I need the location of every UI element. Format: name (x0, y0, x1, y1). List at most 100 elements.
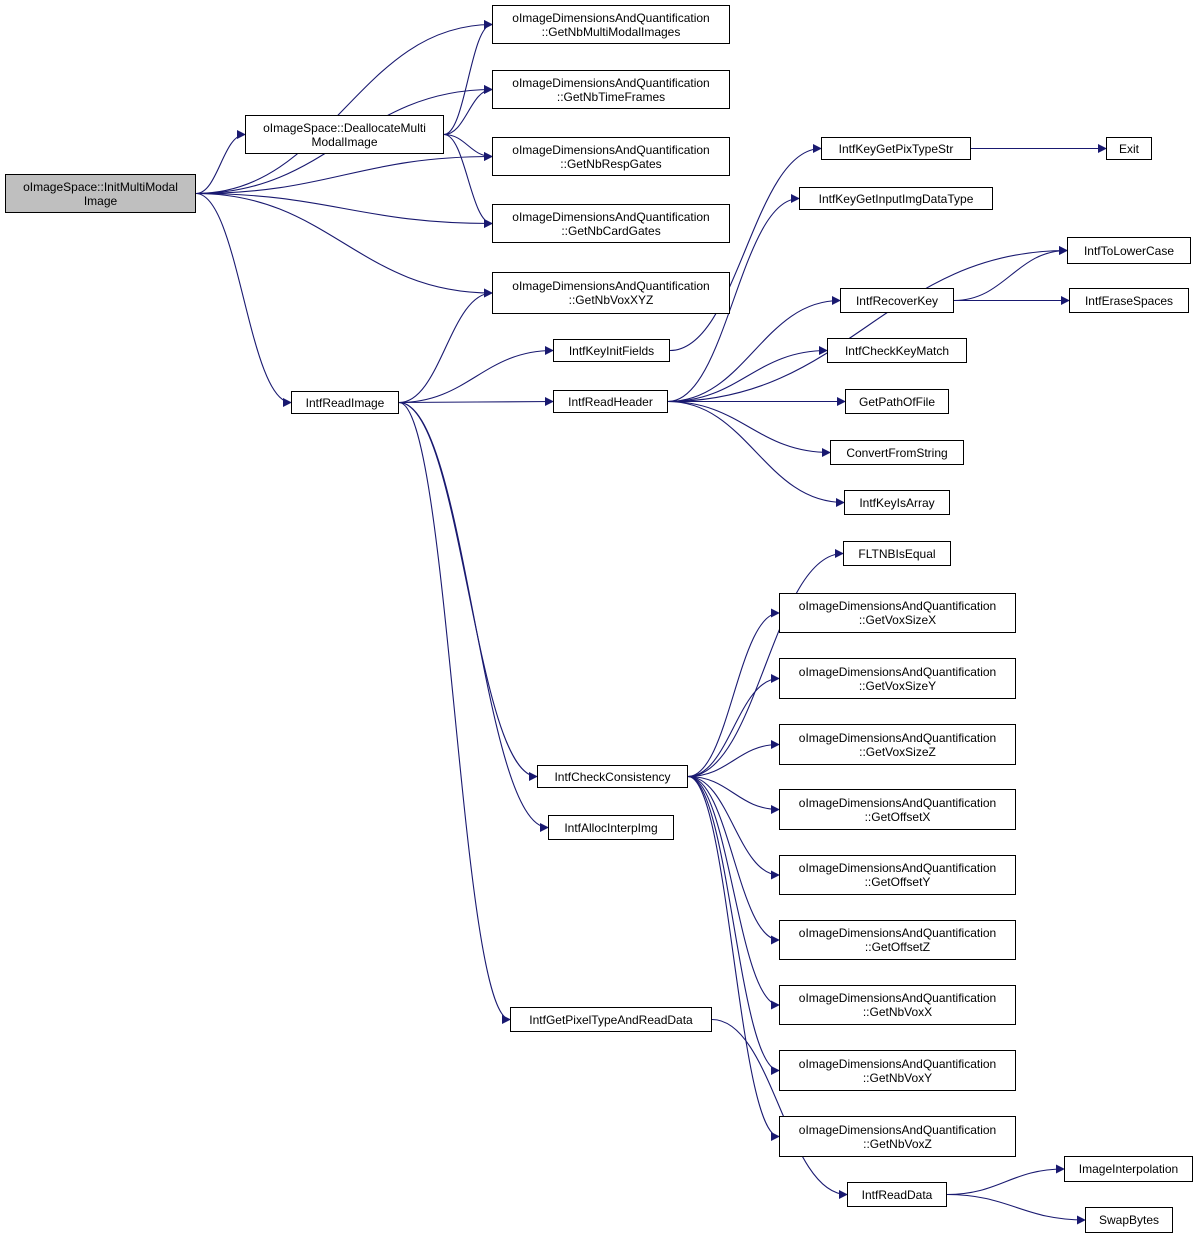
node-label: IntfReadHeader (568, 394, 653, 409)
edge-dealloc-to-getNbMultiModal (443, 20, 493, 136)
node-label: ::GetNbMultiModalImages (541, 24, 681, 39)
edge-intfCheckConsistency-to-fltnbIsEqual (687, 549, 844, 778)
node-get-offset-z[interactable]: oImageDimensionsAndQuantification ::GetO… (779, 920, 1016, 960)
node-intf-erase-spaces[interactable]: IntfEraseSpaces (1069, 288, 1189, 313)
edge-intfRecoverKey-to-intfToLowerCase (953, 246, 1068, 302)
node-label: IntfKeyInitFields (568, 343, 655, 358)
node-label: oImageSpace::DeallocateMulti (263, 120, 426, 135)
node-get-vox-size-z[interactable]: oImageDimensionsAndQuantification ::GetV… (779, 724, 1016, 765)
node-get-vox-size-x[interactable]: oImageDimensionsAndQuantification ::GetV… (779, 593, 1016, 633)
node-intf-key-get-input-img-data-type[interactable]: IntfKeyGetInputImgDataType (799, 187, 993, 210)
node-label: ::GetNbTimeFrames (556, 89, 666, 104)
node-label: oImageDimensionsAndQuantification (798, 599, 997, 613)
node-label: ::GetOffsetX (864, 809, 931, 824)
edge-root-to-intfReadImage (195, 192, 292, 407)
node-label: IntfReadData (861, 1187, 933, 1202)
node-label: IntfEraseSpaces (1084, 293, 1174, 308)
node-get-vox-size-y[interactable]: oImageDimensionsAndQuantification ::GetV… (779, 658, 1016, 699)
node-label: Image (83, 193, 118, 208)
edge-intfCheckConsistency-to-getOffsetX (687, 775, 780, 814)
edge-dealloc-to-getNbRespGates (443, 133, 493, 161)
edge-dealloc-to-getNbTimeFrames (443, 85, 493, 136)
node-label: ::GetNbCardGates (561, 223, 661, 238)
node-label: IntfAllocInterpImg (564, 820, 658, 835)
node-label: oImageDimensionsAndQuantification (798, 795, 997, 810)
node-label: IntfKeyIsArray (859, 495, 935, 510)
node-exit[interactable]: Exit (1106, 137, 1152, 160)
node-intf-alloc-interp-img[interactable]: IntfAllocInterpImg (548, 815, 674, 840)
node-get-nb-vox-y[interactable]: oImageDimensionsAndQuantification ::GetN… (779, 1050, 1016, 1091)
node-convert-from-string[interactable]: ConvertFromString (830, 440, 964, 465)
node-label: Exit (1118, 141, 1139, 156)
edge-intfReadImage-to-intfReadHeader (398, 397, 554, 407)
node-label: ::GetVoxSizeY (858, 678, 937, 693)
node-get-nb-card-gates[interactable]: oImageDimensionsAndQuantification ::GetN… (492, 204, 730, 243)
node-label: SwapBytes (1098, 1213, 1160, 1227)
node-label: IntfGetPixelTypeAndReadData (529, 1012, 693, 1027)
node-label: ::GetVoxSizeX (858, 613, 937, 627)
node-intf-to-lower-case[interactable]: IntfToLowerCase (1067, 237, 1191, 264)
node-label: ::GetNbVoxXYZ (568, 293, 654, 307)
node-get-offset-y[interactable]: oImageDimensionsAndQuantification ::GetO… (779, 855, 1016, 895)
node-label: IntfReadImage (305, 395, 385, 410)
edge-root-to-getNbMultiModal (195, 20, 493, 195)
edge-root-to-getNbRespGates (195, 152, 493, 195)
node-intf-check-key-match[interactable]: IntfCheckKeyMatch (827, 338, 967, 363)
node-label: IntfKeyGetPixTypeStr (838, 141, 954, 156)
edge-intfCheckConsistency-to-getNbVoxY (687, 775, 780, 1075)
node-label: ConvertFromString (846, 445, 948, 460)
node-label: ::GetNbVoxY (862, 1070, 933, 1085)
node-label: ImageInterpolation (1078, 1162, 1179, 1176)
node-swap-bytes[interactable]: SwapBytes (1085, 1207, 1173, 1233)
node-get-offset-x[interactable]: oImageDimensionsAndQuantification ::GetO… (779, 789, 1016, 830)
node-intf-key-is-array[interactable]: IntfKeyIsArray (844, 490, 950, 515)
edge-intfReadData-to-imageInterpolation (946, 1164, 1065, 1196)
edge-intfCheckConsistency-to-getVoxSizeX (687, 608, 780, 778)
node-get-nb-vox-z[interactable]: oImageDimensionsAndQuantification ::GetN… (779, 1116, 1016, 1157)
edge-intfKeyInitFields-to-intfKeyGetPixTypeStr (669, 144, 822, 352)
node-intf-read-data[interactable]: IntfReadData (847, 1182, 947, 1207)
node-label: oImageDimensionsAndQuantification (512, 142, 710, 157)
edge-intfReadImage-to-intfGetPixelTypeAndReadData (398, 401, 511, 1024)
edge-dealloc-to-getNbCardGates (443, 133, 493, 228)
node-label: IntfRecoverKey (855, 293, 939, 308)
edge-intfReadHeader-to-convertFromString (667, 400, 831, 457)
node-label: oImageDimensionsAndQuantification (798, 926, 997, 940)
edge-intfCheckConsistency-to-getVoxSizeZ (687, 740, 780, 778)
edge-intfCheckConsistency-to-getNbVoxX (687, 775, 780, 1010)
edge-intfReadHeader-to-intfToLowerCase (667, 246, 1068, 403)
node-label: GetPathOfFile (858, 394, 936, 409)
edge-intfReadHeader-to-intfKeyGetInputImgDataType (667, 194, 800, 403)
node-deallocate-multi-modal-image[interactable]: oImageSpace::DeallocateMulti ModalImage (245, 115, 444, 154)
node-get-path-of-file[interactable]: GetPathOfFile (845, 389, 949, 414)
node-intf-read-header[interactable]: IntfReadHeader (553, 390, 668, 413)
node-intf-get-pixel-type-and-read-data[interactable]: IntfGetPixelTypeAndReadData (510, 1007, 712, 1032)
node-intf-recover-key[interactable]: IntfRecoverKey (840, 288, 954, 313)
node-label: ModalImage (311, 134, 378, 149)
node-intf-key-get-pix-type-str[interactable]: IntfKeyGetPixTypeStr (821, 137, 971, 160)
node-label: oImageDimensionsAndQuantification (798, 1122, 997, 1137)
node-get-nb-time-frames[interactable]: oImageDimensionsAndQuantification ::GetN… (492, 70, 730, 109)
node-label: ::GetNbRespGates (560, 156, 662, 171)
node-get-nb-vox-xyz[interactable]: oImageDimensionsAndQuantification ::GetN… (492, 272, 730, 314)
edge-root-to-getNbVoxXYZ (195, 192, 493, 298)
node-intf-read-image[interactable]: IntfReadImage (291, 391, 399, 414)
node-label: oImageDimensionsAndQuantification (512, 75, 710, 90)
node-root[interactable]: oImageSpace::InitMultiModal Image (5, 174, 196, 213)
node-intf-check-consistency[interactable]: IntfCheckConsistency (537, 765, 688, 788)
node-label: IntfKeyGetInputImgDataType (818, 191, 974, 206)
node-label: ::GetOffsetY (864, 875, 931, 889)
node-get-nb-multi-modal-images[interactable]: oImageDimensionsAndQuantification ::GetN… (492, 5, 730, 44)
node-label: oImageDimensionsAndQuantification (798, 664, 997, 679)
node-get-nb-resp-gates[interactable]: oImageDimensionsAndQuantification ::GetN… (492, 137, 730, 176)
edge-intfReadHeader-to-intfCheckKeyMatch (667, 346, 828, 403)
node-intf-key-init-fields[interactable]: IntfKeyInitFields (553, 339, 670, 362)
node-label: IntfToLowerCase (1083, 243, 1175, 258)
node-fltnb-is-equal[interactable]: FLTNBIsEqual (843, 541, 951, 566)
node-get-nb-vox-x[interactable]: oImageDimensionsAndQuantification ::GetN… (779, 985, 1016, 1025)
node-image-interpolation[interactable]: ImageInterpolation (1064, 1156, 1193, 1182)
node-label: ::GetVoxSizeZ (859, 744, 936, 759)
node-label: oImageSpace::InitMultiModal (23, 179, 178, 194)
edge-intfCheckConsistency-to-getOffsetZ (687, 775, 780, 945)
